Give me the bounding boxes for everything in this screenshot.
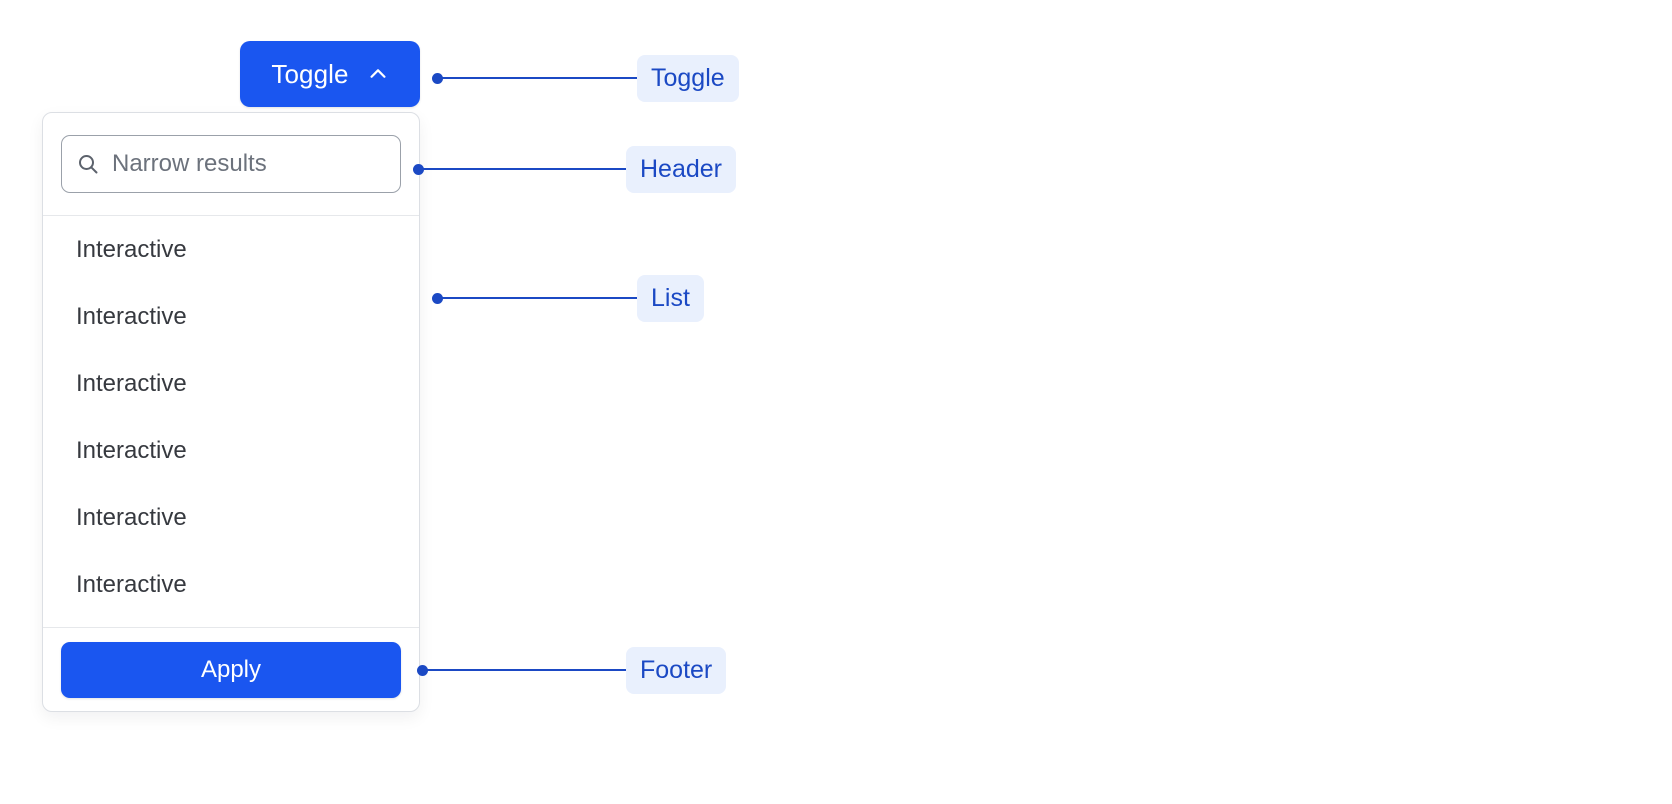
- search-icon: [76, 152, 100, 176]
- dropdown-footer: Apply: [43, 627, 419, 711]
- annotation-dot: [417, 664, 428, 676]
- toggle-button-label: Toggle: [271, 59, 349, 89]
- dropdown-list: Interactive Interactive Interactive Inte…: [43, 216, 419, 627]
- toggle-button[interactable]: Toggle: [240, 41, 420, 107]
- apply-button[interactable]: Apply: [61, 641, 401, 698]
- search-box[interactable]: [61, 135, 401, 193]
- annotation-line: [423, 167, 627, 171]
- list-item[interactable]: Interactive: [76, 503, 187, 531]
- annotation-dot: [413, 163, 424, 175]
- dropdown-panel: Interactive Interactive Interactive Inte…: [42, 112, 420, 712]
- dropdown-header: [43, 113, 419, 216]
- annotation-label: Toggle: [637, 54, 739, 102]
- annotation-label: Header: [626, 145, 736, 193]
- search-input[interactable]: [112, 150, 386, 178]
- annotation-label: Footer: [626, 646, 727, 694]
- list-item[interactable]: Interactive: [76, 570, 187, 598]
- list-item[interactable]: Interactive: [76, 369, 187, 397]
- chevron-up-icon: [367, 63, 389, 85]
- annotation-line: [427, 668, 627, 672]
- annotation-dot: [432, 72, 443, 84]
- annotation-line: [442, 76, 638, 80]
- annotation-label: List: [637, 274, 704, 322]
- list-item[interactable]: Interactive: [76, 302, 187, 330]
- annotation-dot: [432, 292, 443, 304]
- list-item[interactable]: Interactive: [76, 436, 187, 464]
- annotation-line: [442, 296, 638, 300]
- list-item[interactable]: Interactive: [76, 235, 187, 263]
